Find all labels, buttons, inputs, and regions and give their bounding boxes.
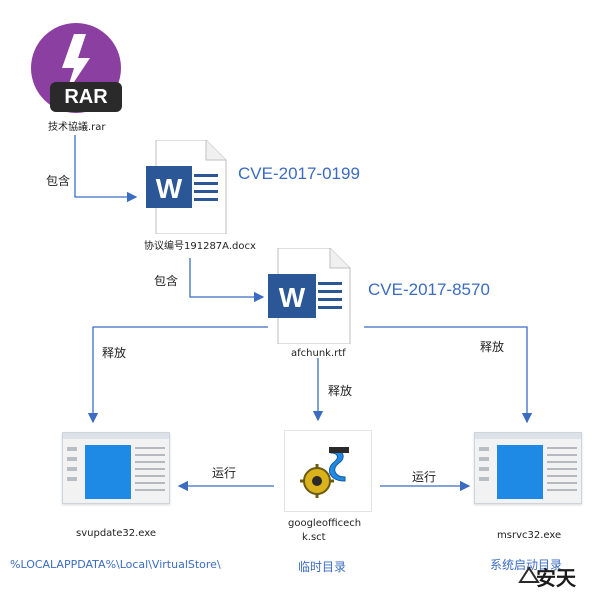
word-rtf-icon: W [268,247,352,345]
label-contains-2: 包含 [154,274,179,288]
label-run-left: 运行 [212,466,237,480]
svg-text:W: W [279,282,306,313]
arrow-rar-to-docx [74,135,138,203]
cve-rtf: CVE-2017-8570 [368,280,490,299]
left-exe-path: %LOCALAPPDATA%\Local\VirtualStore\ [10,558,221,571]
right-exe-window-icon [474,432,582,504]
arrow-docx-to-rtf [189,258,265,303]
arrow-rtf-to-right-exe [364,326,533,424]
label-contains-1: 包含 [46,174,71,188]
label-run-right: 运行 [412,470,437,484]
label-release-right: 释放 [480,340,505,354]
middle-dir-label: 临时目录 [298,560,347,574]
sct-file-name-line2: k.sct [302,532,326,543]
sct-file-name-line1: googleofficech [288,518,362,529]
right-dir-label: 系统启动目录 [490,558,563,572]
label-release-left: 释放 [102,346,127,360]
rtf-file-name: afchunk.rtf [291,348,346,359]
left-exe-name: svupdate32.exe [76,528,157,539]
right-exe-name: msrvc32.exe [497,530,562,541]
antiy-logo-icon [518,566,540,583]
svg-text:W: W [156,173,183,204]
rar-file-name: 技术協議.rar [48,122,106,133]
rar-icon: RAR [28,22,124,114]
sct-script-icon [284,430,372,512]
cve-docx: CVE-2017-0199 [238,164,360,183]
word-docx-icon: W [146,139,228,235]
docx-file-name: 协议编号191287A.docx [144,241,256,252]
arrow-rtf-to-left-exe [87,326,268,424]
label-release-middle: 释放 [328,384,353,398]
antiy-logo-watermark: 安天 [518,560,590,594]
watermark-text: 安天 [536,566,576,590]
rar-badge-text: RAR [64,86,108,108]
left-exe-window-icon [62,432,170,504]
